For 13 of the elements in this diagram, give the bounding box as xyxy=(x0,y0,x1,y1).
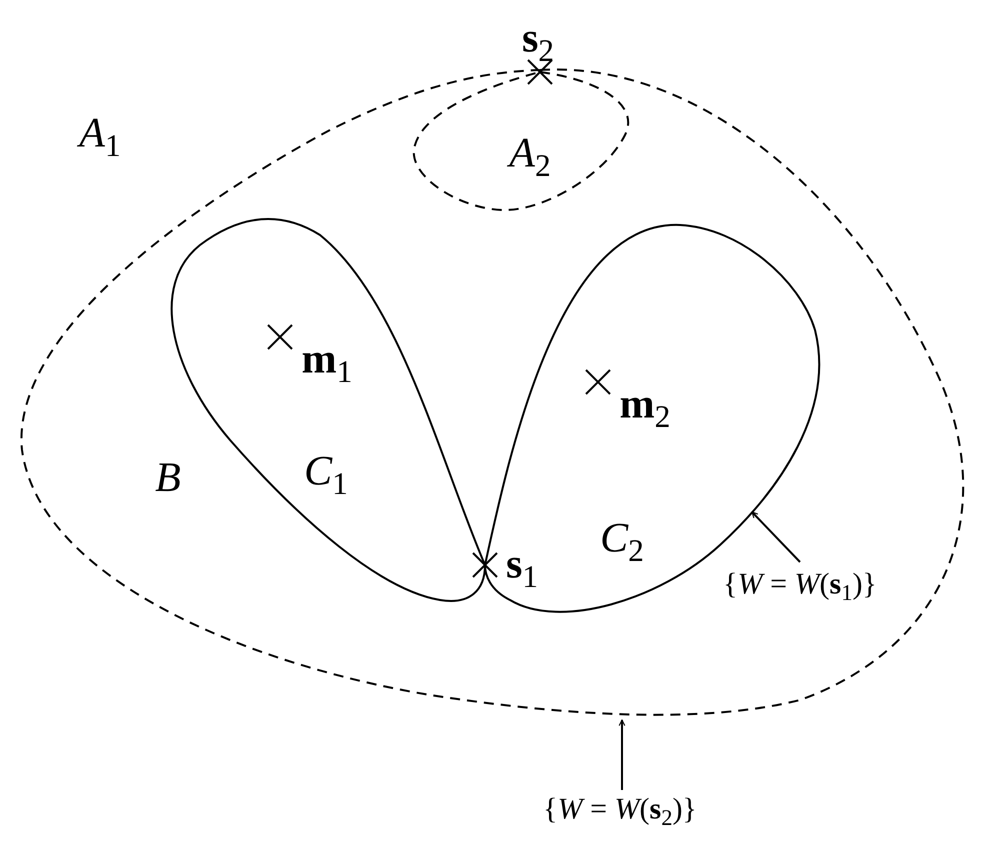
level-set-label: {W = W(s$_{2}$)} xyxy=(543,794,697,830)
region-label: C$_{1}$ xyxy=(304,450,348,500)
region-label: A$_{2}$ xyxy=(509,132,551,182)
point-label: s$_{1}$ xyxy=(506,544,538,592)
leader-arrow xyxy=(618,719,626,790)
level-set-label: {W = W(s$_{1}$)} xyxy=(723,569,877,605)
leader-arrow xyxy=(751,511,801,563)
region-label: A$_{1}$ xyxy=(79,112,121,162)
point-label: s$_{2}$ xyxy=(522,18,554,66)
region-label: B xyxy=(155,457,181,499)
region-label: C$_{2}$ xyxy=(600,518,644,566)
point-label: m$_{2}$ xyxy=(620,384,670,432)
point-label: m$_{1}$ xyxy=(302,338,352,388)
